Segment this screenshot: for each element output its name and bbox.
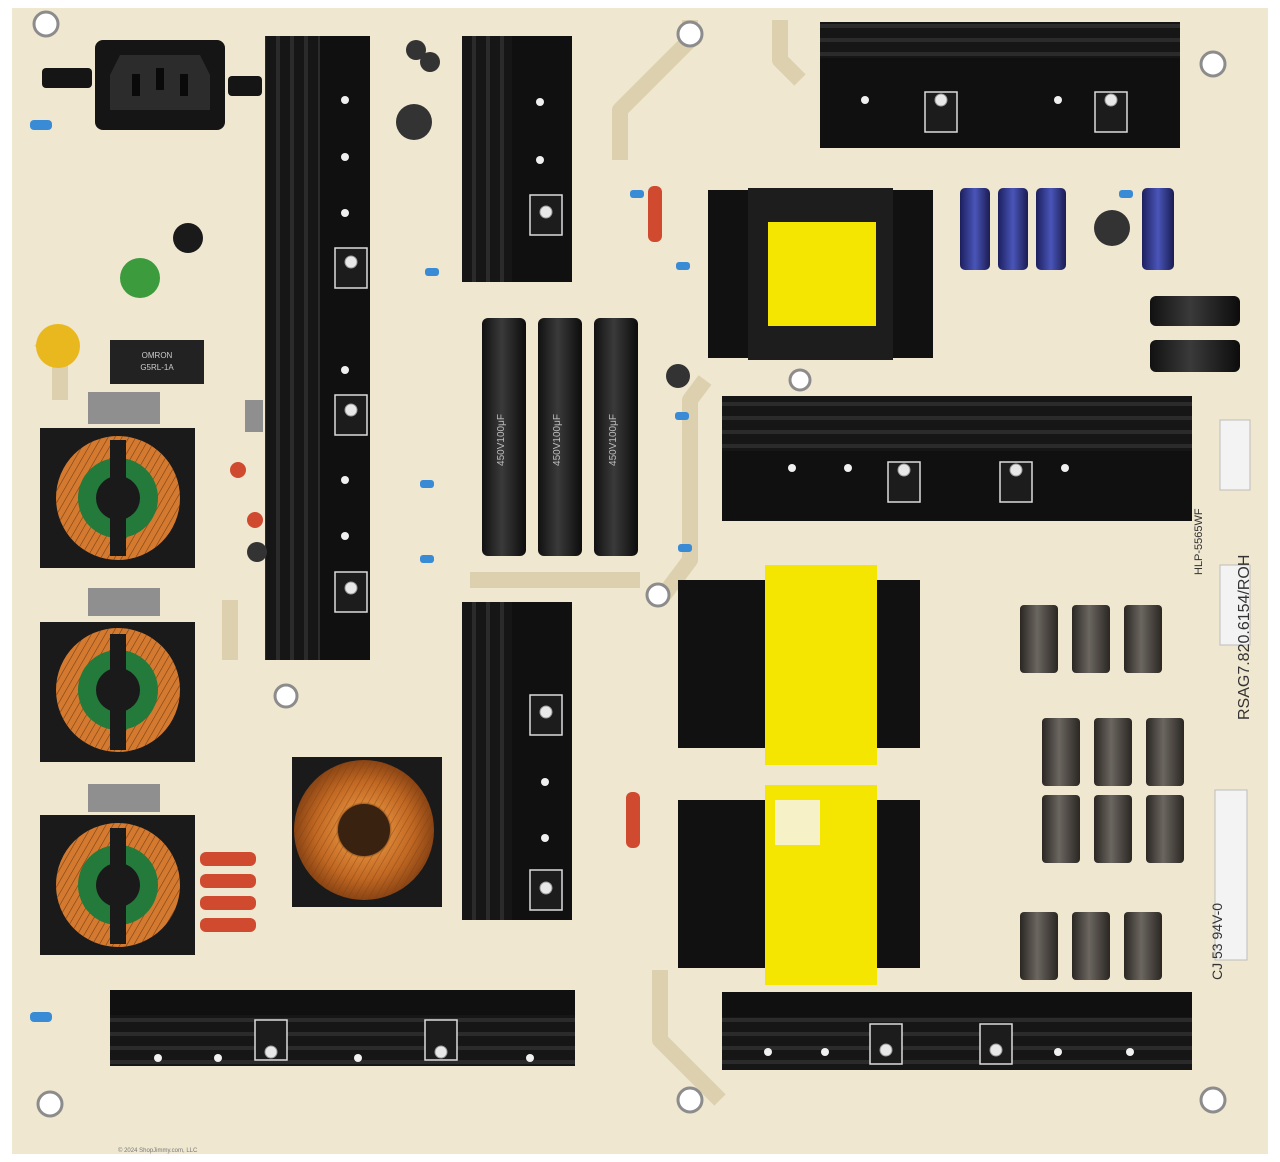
svg-text:G5RL-1A: G5RL-1A <box>140 363 174 372</box>
heatsink-bottom-right <box>722 992 1192 1070</box>
output-capacitor-grid <box>1020 605 1184 980</box>
transistor-screws <box>264 93 1118 1059</box>
bulk-capacitor-3: 450V100μF <box>594 318 638 556</box>
svg-text:450V100μF: 450V100μF <box>608 414 619 466</box>
ac-inlet-connector <box>42 40 262 130</box>
rectifier-capacitors-right <box>1094 210 1240 372</box>
small-electrolytic-capacitors <box>247 40 690 562</box>
heatsink-lower-middle <box>462 602 572 920</box>
silkscreen-text: RSAG7.820.6154/ROH CJ 53 94V-0 HLP-5565W… <box>118 508 1253 1154</box>
svg-text:HLP-5565WF: HLP-5565WF <box>1193 508 1205 575</box>
svg-text:450V100μF: 450V100μF <box>496 414 507 466</box>
common-mode-choke-1 <box>40 428 195 568</box>
x-capacitors <box>88 392 263 812</box>
thermistor <box>120 258 160 298</box>
svg-text:OMRON: OMRON <box>142 351 173 360</box>
heatsink-middle-right <box>722 396 1192 521</box>
pfc-toroid-inductor <box>292 757 442 907</box>
output-transformer-t702 <box>678 785 920 985</box>
varistor <box>36 324 80 368</box>
heatsink-top-right <box>820 22 1180 148</box>
svg-text:© 2024 ShopJimmy.com, LLC: © 2024 ShopJimmy.com, LLC <box>118 1147 198 1154</box>
fuse-holder <box>173 223 203 253</box>
film-capacitors-red <box>200 186 662 932</box>
mounting-holes <box>32 10 1227 1118</box>
bulk-capacitor-1: 450V100μF <box>482 318 526 556</box>
svg-text:450V100μF: 450V100μF <box>552 414 563 466</box>
bulk-capacitor-2: 450V100μF <box>538 318 582 556</box>
common-mode-choke-3 <box>40 815 195 955</box>
blue-ceramic-capacitors <box>30 120 1133 1022</box>
heatsink-bottom-left <box>110 990 575 1066</box>
relay-k801: OMRON G5RL-1A <box>110 340 204 384</box>
heatsink-left-tall <box>265 36 370 660</box>
main-transformer-t801 <box>708 188 933 360</box>
common-mode-choke-2 <box>40 622 195 762</box>
output-connectors <box>1214 419 1251 961</box>
blue-capacitor-bank <box>960 188 1174 270</box>
heatsink-upper-middle <box>462 36 572 282</box>
output-transformer-t701 <box>678 565 920 765</box>
power-transistors <box>254 91 1128 1065</box>
svg-text:CJ 53 94V-0: CJ 53 94V-0 <box>1209 903 1225 980</box>
svg-text:RSAG7.820.6154/ROH: RSAG7.820.6154/ROH <box>1236 555 1253 720</box>
